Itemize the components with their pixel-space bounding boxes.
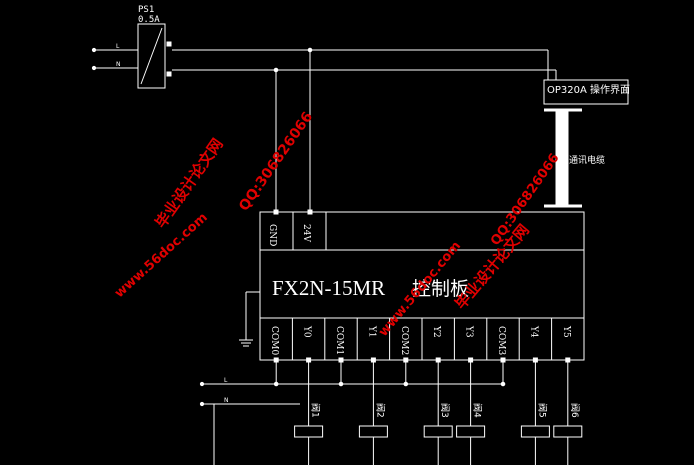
plc-terminal-gnd: GND bbox=[267, 224, 277, 246]
terminal-dot bbox=[91, 65, 97, 71]
plc-terminal-y3: Y3 bbox=[464, 325, 474, 338]
valve-label: 阀4 bbox=[472, 403, 483, 418]
valve-coil bbox=[423, 425, 453, 438]
ps-label: PS1 bbox=[138, 5, 154, 15]
plc-terminal-com0: COM0 bbox=[269, 326, 279, 355]
power-supply-box bbox=[137, 23, 166, 89]
plc-terminal-y0: Y0 bbox=[302, 325, 312, 338]
plc-subtitle: 控制板 bbox=[412, 278, 469, 300]
hmi-label: OP320A 操作界面 bbox=[547, 83, 630, 96]
power-supply-diagonal bbox=[140, 27, 163, 85]
plc-terminal-com2: COM2 bbox=[399, 326, 409, 355]
plc-terminal-y2: Y2 bbox=[431, 325, 441, 338]
valve-label: 阀1 bbox=[310, 403, 321, 418]
valve-label: 阀6 bbox=[569, 403, 580, 418]
valve-label: 阀3 bbox=[439, 403, 450, 418]
valve-coil bbox=[358, 425, 388, 438]
valve-label: 阀2 bbox=[374, 403, 385, 418]
valve-coil bbox=[294, 425, 324, 438]
plc-terminal-com1: COM1 bbox=[334, 326, 344, 355]
junction-dot bbox=[307, 47, 313, 53]
terminal-dot bbox=[199, 381, 205, 387]
ps-input-l: L bbox=[116, 43, 120, 50]
terminal-marker bbox=[273, 209, 279, 215]
cable-label: 通讯电缆 bbox=[569, 154, 605, 166]
plc-terminal-24v: 24V bbox=[301, 224, 311, 242]
plc-terminal-y1: Y1 bbox=[366, 325, 376, 338]
ps-output-marker bbox=[166, 41, 172, 47]
valve-coil bbox=[456, 425, 486, 438]
plc-terminal-y5: Y5 bbox=[561, 325, 571, 338]
terminal-dot bbox=[91, 47, 97, 53]
plc-terminal-com3: COM3 bbox=[496, 326, 506, 355]
terminal-marker bbox=[307, 209, 313, 215]
junction-dot bbox=[338, 381, 344, 387]
ps-output-marker bbox=[166, 71, 172, 77]
ps-rating: 0.5A bbox=[138, 15, 160, 25]
hmi-box bbox=[543, 79, 629, 105]
plc-terminal-y4: Y4 bbox=[528, 325, 538, 338]
plc-model: FX2N-15MR bbox=[272, 276, 385, 300]
valve-coil bbox=[520, 425, 550, 438]
valve-coil bbox=[553, 425, 583, 438]
junction-dot bbox=[273, 381, 279, 387]
junction-dot bbox=[403, 381, 409, 387]
terminal-dot bbox=[199, 401, 205, 407]
valve-label: 阀5 bbox=[536, 403, 547, 418]
bus-l-label: L bbox=[224, 377, 228, 384]
ps-input-n: N bbox=[116, 61, 121, 68]
bus-n-label: N bbox=[224, 397, 229, 404]
junction-dot bbox=[500, 381, 506, 387]
junction-dot bbox=[273, 67, 279, 73]
